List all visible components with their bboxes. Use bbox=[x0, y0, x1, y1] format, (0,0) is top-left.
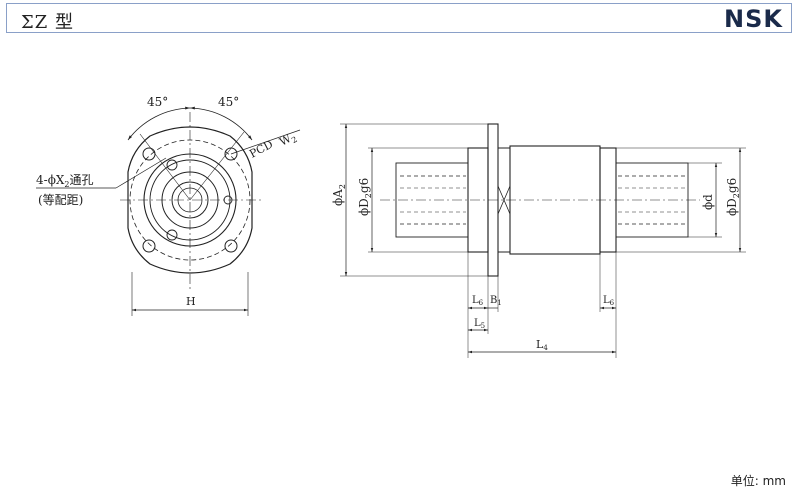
l5-text: L bbox=[474, 318, 481, 329]
d-dimension-label: ϕd bbox=[701, 194, 715, 210]
w2-subscript: 2 bbox=[290, 135, 299, 145]
hole-label-sub: 2 bbox=[64, 180, 69, 189]
l6-right-text: L bbox=[603, 295, 610, 306]
d2-right-suffix: g6 bbox=[725, 178, 739, 193]
l4-text: L bbox=[536, 338, 544, 351]
angle-left-label: 45° bbox=[147, 95, 168, 109]
b1-text: B bbox=[490, 295, 497, 306]
l4-subscript: 4 bbox=[543, 344, 548, 352]
l6-right-dimension-label: L6 bbox=[603, 295, 615, 307]
l4-dimension-label: L4 bbox=[536, 338, 548, 352]
d2-right-dimension-label: ϕD2g6 bbox=[725, 178, 741, 216]
pcd-text: PCD bbox=[247, 138, 275, 161]
d2-right-text: ϕD bbox=[725, 198, 739, 216]
hole-label-post: 通孔 bbox=[70, 173, 94, 187]
d2-left-suffix: g6 bbox=[357, 178, 371, 193]
b1-dimension-label: B1 bbox=[490, 295, 502, 307]
a2-dimension-label: ϕA2 bbox=[331, 184, 347, 206]
hole-label: 4-ϕX2通孔 bbox=[36, 173, 94, 189]
page-title: ΣZ 型 bbox=[21, 12, 74, 33]
header-bar: ΣZ 型 NSK bbox=[6, 3, 792, 33]
hole-note-label: (等配距) bbox=[38, 193, 83, 207]
d2-left-subscript: 2 bbox=[364, 193, 373, 198]
h-dimension-label: H bbox=[186, 295, 196, 308]
side-view bbox=[340, 123, 746, 358]
b1-subscript: 1 bbox=[497, 299, 501, 307]
w2-label: W2 bbox=[277, 129, 299, 150]
pcd-label: PCD bbox=[247, 138, 275, 161]
l6-left-dimension-label: L6 bbox=[472, 295, 484, 307]
l5-subscript: 5 bbox=[481, 322, 485, 330]
l5-dimension-label: L5 bbox=[474, 318, 485, 330]
hole-label-pre: 4-ϕX bbox=[36, 173, 65, 187]
l6-left-text: L bbox=[472, 295, 479, 306]
l6-left-subscript: 6 bbox=[479, 299, 484, 307]
d2-left-text: ϕD bbox=[357, 198, 371, 216]
a2-text: ϕA bbox=[331, 189, 345, 206]
d2-right-subscript: 2 bbox=[732, 193, 741, 198]
nsk-logo: NSK bbox=[724, 5, 783, 33]
a2-subscript: 2 bbox=[338, 184, 347, 189]
unit-label: 单位: mm bbox=[730, 474, 786, 488]
d2-left-dimension-label: ϕD2g6 bbox=[357, 178, 373, 216]
angle-right-label: 45° bbox=[218, 95, 239, 109]
front-view bbox=[36, 106, 301, 316]
l6-right-subscript: 6 bbox=[610, 299, 615, 307]
